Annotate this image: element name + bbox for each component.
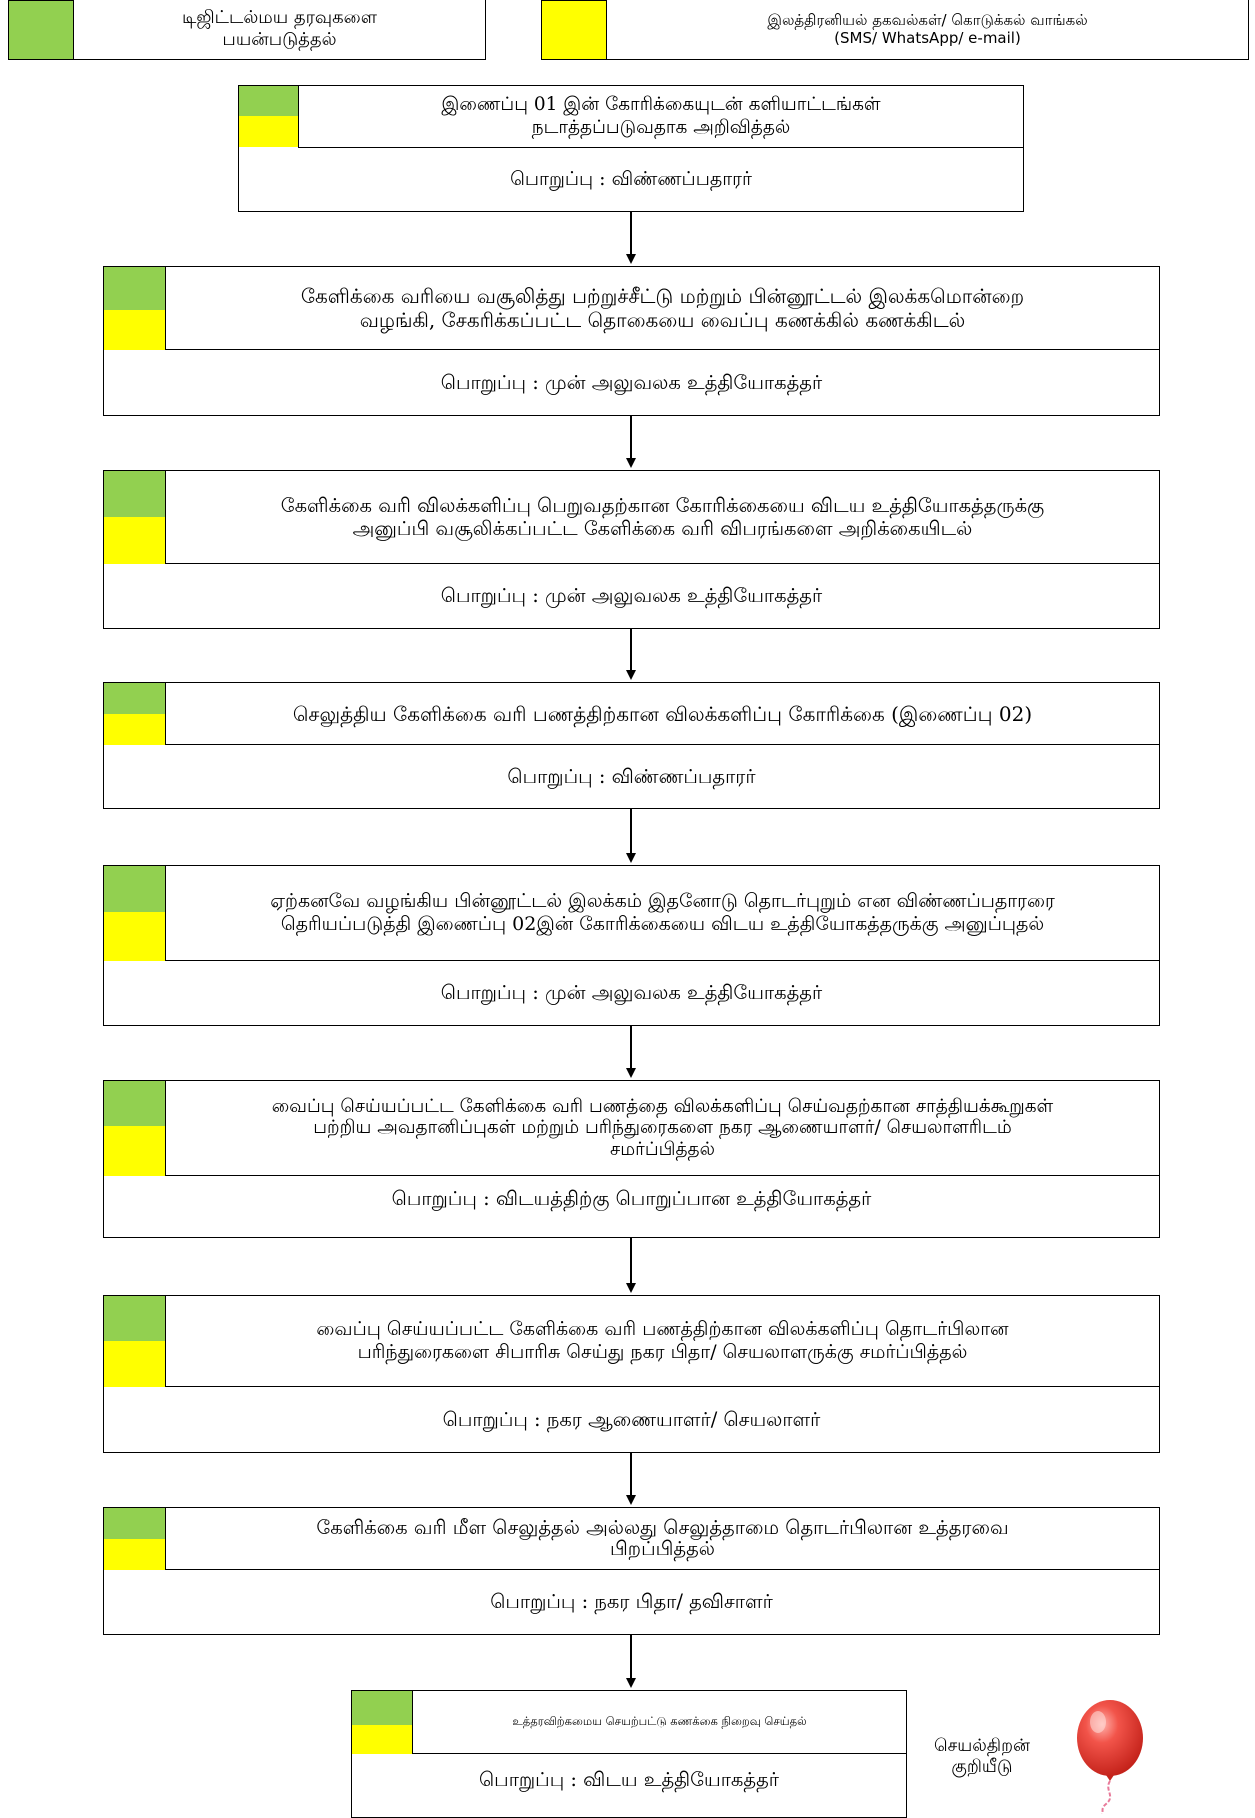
step-9-digital-swatch (352, 1691, 412, 1725)
step-box-4 (103, 682, 1160, 809)
step-5-responsibility: பொறுப்பு : முன் அலுவலக உத்தியோகத்தர் (440, 981, 823, 1005)
step-3-electronic-swatch (104, 517, 165, 564)
step-6-electronic-swatch (104, 1126, 165, 1176)
step-2-task: கேளிக்கை வரியை வசூலித்து பற்றுச்சீட்டு ம… (165, 267, 1159, 350)
step-6-task: வைப்பு செய்யப்பட்ட கேளிக்கை வரி பணத்தை வ… (165, 1081, 1159, 1176)
step-box-1 (238, 85, 1024, 212)
step-4-electronic-swatch (104, 714, 165, 745)
legend-digital-label: டிஜிட்டல்மய தரவுகளை பயன்படுத்தல் (73, 0, 486, 60)
step-box-3 (103, 470, 1160, 629)
legend-electronic-label: இலத்திரனியல் தகவல்கள்/ கொடுக்கல் வாங்கல்… (606, 0, 1249, 60)
step-2-electronic-swatch (104, 310, 165, 350)
step-1-task: இணைப்பு 01 இன் கோரிக்கையுடன் களியாட்டங்க… (298, 86, 1023, 148)
step-5-digital-swatch (104, 866, 165, 912)
step-9-electronic-swatch (352, 1725, 412, 1754)
step-9-responsibility: பொறுப்பு : விடய உத்தியோகத்தர் (479, 1768, 779, 1792)
step-7-digital-swatch (104, 1296, 165, 1341)
step-1-responsibility: பொறுப்பு : விண்ணப்பதாரர் (510, 168, 752, 191)
legend-electronic-swatch (541, 0, 607, 60)
step-3-digital-swatch (104, 471, 165, 517)
step-2-digital-swatch (104, 267, 165, 310)
step-box-2 (103, 266, 1160, 416)
step-6-responsibility: பொறுப்பு : விடயத்திற்கு பொறுப்பான உத்திய… (391, 1187, 872, 1211)
step-3-responsibility: பொறுப்பு : முன் அலுவலக உத்தியோகத்தர் (440, 584, 823, 608)
step-1-digital-swatch (239, 86, 298, 116)
step-3-task: கேளிக்கை வரி விலக்களிப்பு பெறுவதற்கான கோ… (165, 471, 1159, 564)
step-box-6 (103, 1080, 1160, 1238)
step-4-digital-swatch (104, 683, 165, 714)
step-6-digital-swatch (104, 1081, 165, 1126)
legend-digital-swatch (8, 0, 74, 60)
step-box-9 (351, 1690, 907, 1818)
step-7-electronic-swatch (104, 1341, 165, 1387)
step-1-electronic-swatch (239, 116, 298, 147)
step-8-responsibility: பொறுப்பு : நகர பிதா/ தவிசாளர் (490, 1590, 773, 1614)
step-8-task: கேளிக்கை வரி மீள செலுத்தல் அல்லது செலுத்… (165, 1508, 1159, 1570)
step-4-task: செலுத்திய கேளிக்கை வரி பணத்திற்கான விலக்… (165, 683, 1159, 745)
kpi-label: செயல்திறன் குறியீடு (933, 1736, 1031, 1777)
step-2-responsibility: பொறுப்பு : முன் அலுவலக உத்தியோகத்தர் (440, 370, 823, 394)
step-4-responsibility: பொறுப்பு : விண்ணப்பதாரர் (507, 764, 756, 788)
step-8-digital-swatch (104, 1508, 165, 1539)
step-8-electronic-swatch (104, 1539, 165, 1570)
balloon-icon (1060, 1694, 1160, 1815)
step-7-responsibility: பொறுப்பு : நகர ஆணையாளர்/ செயலாளர் (442, 1407, 821, 1431)
step-box-7 (103, 1295, 1160, 1453)
step-box-5 (103, 865, 1160, 1026)
step-5-electronic-swatch (104, 912, 165, 961)
step-7-task: வைப்பு செய்யப்பட்ட கேளிக்கை வரி பணத்திற்… (165, 1296, 1159, 1387)
step-9-task: உத்தரவிற்கமைய செயற்பட்டு கணக்கை நிறைவு ச… (412, 1691, 906, 1754)
step-5-task: ஏற்கனவே வழங்கிய பின்னூட்டல் இலக்கம் இதனோ… (165, 866, 1159, 961)
step-box-8 (103, 1507, 1160, 1635)
